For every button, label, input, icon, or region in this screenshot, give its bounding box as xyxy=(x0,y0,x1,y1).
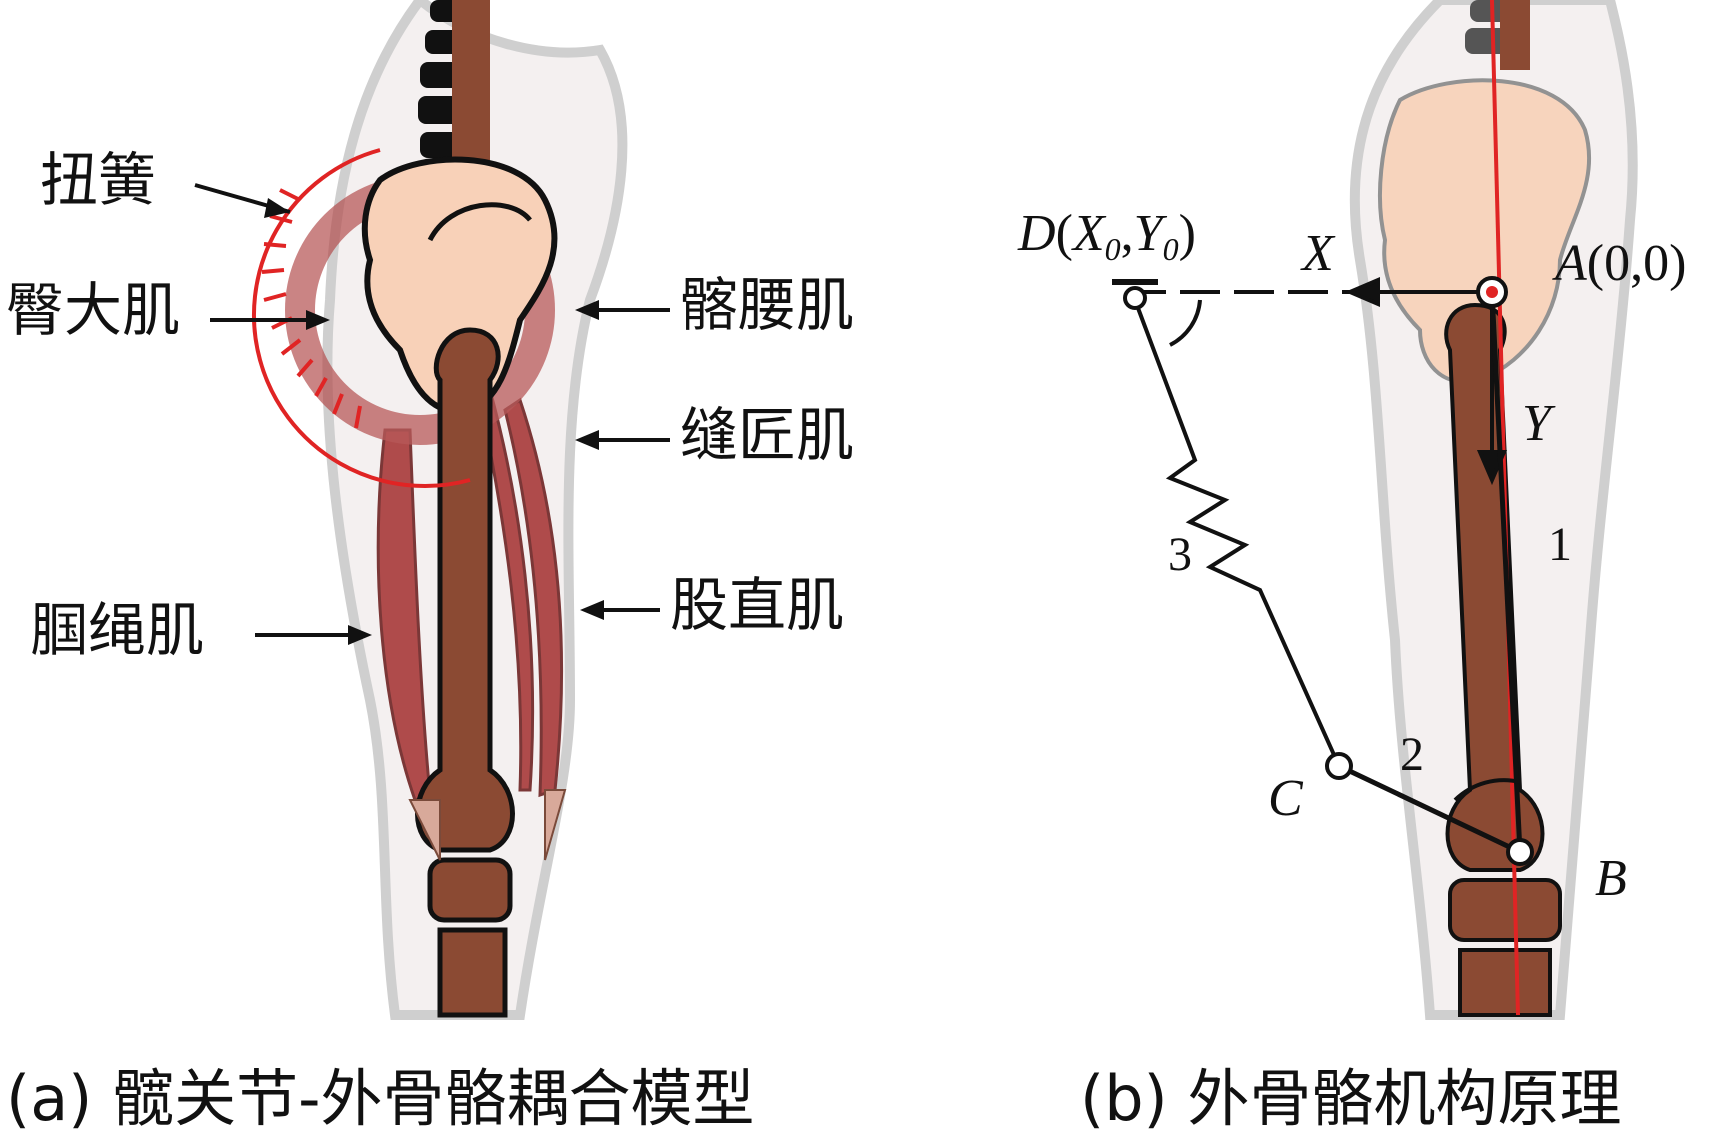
label-point-d: D(X0,Y0) xyxy=(1017,205,1196,267)
mechanism-b xyxy=(1112,276,1523,855)
spine-b xyxy=(1465,0,1530,70)
label-point-a: A(0,0) xyxy=(1552,235,1686,292)
label-axis-y: Y xyxy=(1522,395,1556,452)
label-axis-x: X xyxy=(1300,225,1336,282)
label-rectus-femoris: 股直肌 xyxy=(670,571,844,639)
label-link-3: 3 xyxy=(1168,528,1192,581)
panel-b: D(X0,Y0) A(0,0) X Y 1 2 3 C B (b) 外骨骼机构原… xyxy=(1017,0,1686,1135)
rectus-femoris-muscle xyxy=(503,397,564,798)
femur-a xyxy=(415,327,515,853)
label-point-b: B xyxy=(1595,850,1627,907)
label-link-2: 2 xyxy=(1400,728,1424,781)
label-hamstrings: 腘绳肌 xyxy=(30,596,204,664)
sartorius-muscle xyxy=(478,387,535,792)
label-iliopsoas: 髂腰肌 xyxy=(680,271,854,339)
label-point-c: C xyxy=(1268,770,1304,827)
joint-b xyxy=(1506,838,1534,866)
caption-b: (b) 外骨骼机构原理 xyxy=(1080,1062,1621,1135)
spine-a xyxy=(418,0,490,160)
torsion-spring-a xyxy=(251,148,471,489)
joint-c xyxy=(1325,752,1353,780)
label-link-1: 1 xyxy=(1548,518,1572,571)
panel-a: 扭簧 臀大肌 髂腰肌 缝匠肌 股直肌 腘绳肌 (a) 髋关节-外骨骼耦合模型 xyxy=(6,0,854,1135)
knee-tendons-a xyxy=(408,789,567,861)
label-sartorius: 缝匠肌 xyxy=(680,401,854,469)
tibia-a xyxy=(427,857,513,1018)
femur-b xyxy=(1444,302,1545,872)
label-gluteus-maximus: 臀大肌 xyxy=(6,276,180,344)
label-torsion-spring: 扭簧 xyxy=(40,146,156,214)
tibia-b xyxy=(1448,878,1562,1017)
caption-a: (a) 髋关节-外骨骼耦合模型 xyxy=(6,1062,754,1135)
joint-d xyxy=(1123,286,1147,310)
